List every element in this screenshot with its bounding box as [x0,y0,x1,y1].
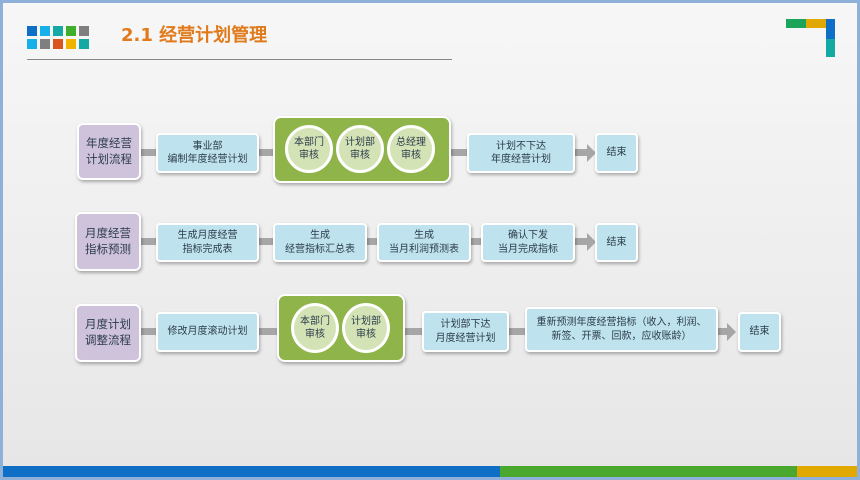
step: 生成 当月利润预测表 [377,223,471,262]
logo-square [66,26,76,36]
logo-square [40,26,50,36]
end-node: 结束 [595,133,638,173]
step-issue-monthly-plan: 计划部下达 月度经营计划 [422,311,509,352]
logo-square [79,39,89,49]
title-divider [27,59,452,60]
corner-decoration-icon [786,19,836,57]
step-issue-annual-plan: 计划不下达 年度经营计划 [467,133,575,173]
end-node: 结束 [738,312,781,352]
step: 生成月度经营 指标完成表 [156,223,259,262]
step-modify-rolling-plan: 修改月度滚动计划 [156,312,259,352]
footer-bar [3,466,857,477]
step: 确认下发 当月完成指标 [481,223,575,262]
flow-label-monthly-forecast: 月度经营 指标预测 [75,212,141,271]
logo-square [53,39,63,49]
end-node: 结束 [595,223,638,262]
logo-square [66,39,76,49]
logo-square [53,26,63,36]
flow-label-annual: 年度经营 计划流程 [77,123,141,180]
logo-square [27,39,37,49]
step: 生成 经营指标汇总表 [273,223,367,262]
logo-square [79,26,89,36]
review-gm: 总经理 审核 [387,125,435,173]
page-title: 2.1 经营计划管理 [121,25,268,46]
review-planning: 计划部 审核 [336,125,384,173]
flow-label-monthly-adjust: 月度计划 调整流程 [75,304,141,362]
step-prepare-annual-plan: 事业部 编制年度经营计划 [156,133,259,173]
review-group: 本部门 审核 计划部 审核 总经理 审核 [273,116,451,183]
review-dept: 本部门 审核 [285,125,333,173]
review-group: 本部门 审核 计划部 审核 [277,294,405,362]
review-planning: 计划部 审核 [342,303,390,353]
review-dept: 本部门 审核 [291,303,339,353]
logo-square [40,39,50,49]
logo-square [27,26,37,36]
step-reforecast: 重新预测年度经营指标（收入，利润、 新签、开票、回款，应收账龄） [525,307,718,352]
